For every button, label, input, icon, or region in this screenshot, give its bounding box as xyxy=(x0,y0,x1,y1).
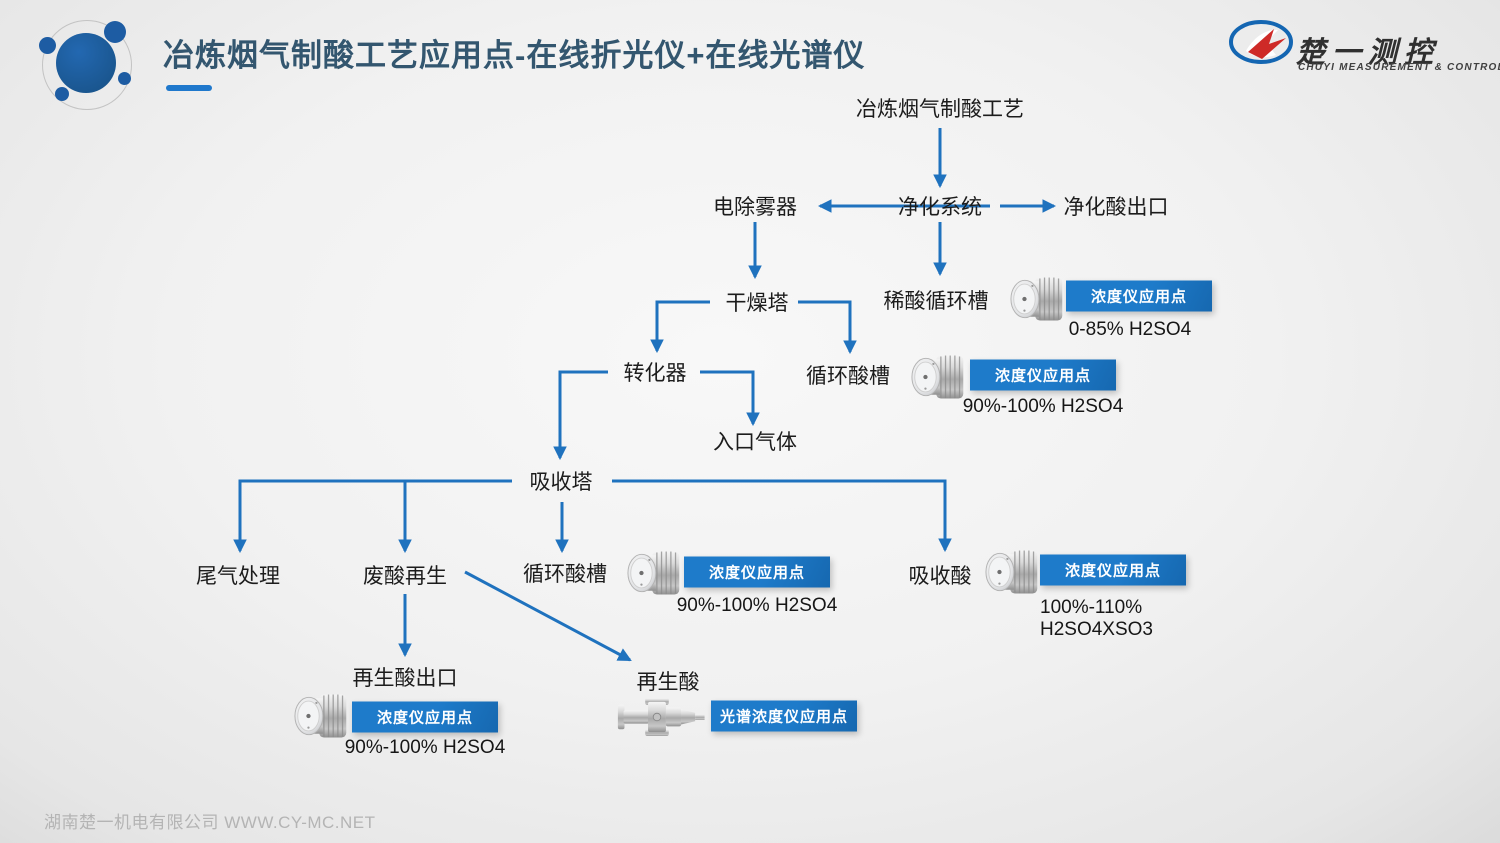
node-absorption-tower: 吸收塔 xyxy=(529,471,593,494)
node-dilute-acid-tank: 稀酸循环槽 xyxy=(883,290,989,313)
brand-name: 楚一测控 xyxy=(1296,37,1441,69)
node-inlet-gas: 入口气体 xyxy=(713,431,797,454)
edge-drying_tower-to-converter xyxy=(650,300,710,354)
node-process: 冶炼烟气制酸工艺 xyxy=(856,98,1024,121)
orbit-dot-icon xyxy=(104,21,126,43)
brand-subtitle: CHUYI MEASUREMENT & CONTROL xyxy=(1298,62,1500,73)
node-waste-acid-regen: 废酸再生 xyxy=(363,565,447,588)
badge-circulation1: 浓度仪应用点 xyxy=(970,359,1116,391)
edge-converter-to-absorption_tower xyxy=(553,370,608,461)
node-regen-acid-outlet: 再生酸出口 xyxy=(352,667,458,690)
edge-waste_acid_regen-to-regen_acid xyxy=(464,570,632,662)
range-absorption: 100%-110% H2SO4XSO3 xyxy=(1040,597,1153,640)
refractometer-sensor-icon xyxy=(911,351,967,403)
edge-converter-to-inlet_gas xyxy=(700,370,760,427)
node-circulation-tank-1: 循环酸槽 xyxy=(806,365,890,388)
refractometer-sensor-icon xyxy=(294,690,350,742)
badge-circulation2: 浓度仪应用点 xyxy=(684,556,830,588)
range-absorption-line1: 100%-110% xyxy=(1040,597,1143,618)
node-tail-gas: 尾气处理 xyxy=(196,565,280,588)
refractometer-sensor-icon xyxy=(985,546,1041,598)
refractometer-sensor-icon xyxy=(627,547,683,599)
orbit-dot-icon xyxy=(55,87,69,101)
range-circulation1: 90%-100% H2SO4 xyxy=(962,396,1124,417)
node-regen-acid: 再生酸 xyxy=(636,671,700,694)
orbit-circles-icon xyxy=(56,33,116,93)
range-circulation2: 90%-100% H2SO4 xyxy=(676,595,838,616)
range-dilute: 0-85% H2SO4 xyxy=(1068,319,1192,340)
orbit-dot-icon xyxy=(39,37,56,54)
range-absorption-line2: H2SO4XSO3 xyxy=(1040,618,1153,640)
range-regen-outlet: 90%-100% H2SO4 xyxy=(344,737,506,758)
node-demister: 电除雾器 xyxy=(713,196,797,219)
badge-regen-spectro: 光谱浓度仪应用点 xyxy=(711,700,857,732)
chuyi-logo-icon xyxy=(1229,20,1293,64)
footer-company-url: 湖南楚一机电有限公司 WWW.CY-MC.NET xyxy=(44,813,376,832)
spectrometer-flowcell-icon xyxy=(616,696,714,738)
badge-dilute: 浓度仪应用点 xyxy=(1066,280,1212,312)
brand-logo: 楚一测控 CHUYI MEASUREMENT & CONTROL xyxy=(1228,13,1500,73)
refractometer-sensor-icon xyxy=(1010,273,1066,325)
badge-regen-outlet: 浓度仪应用点 xyxy=(352,701,498,733)
orbit-circles-icon xyxy=(42,20,132,110)
badge-absorption: 浓度仪应用点 xyxy=(1040,554,1186,586)
node-purification: 净化系统 xyxy=(898,196,982,219)
node-drying-tower: 干燥塔 xyxy=(725,292,789,315)
edge-absorption_tower-to-tail_gas xyxy=(233,479,512,554)
node-circulation-tank-2: 循环酸槽 xyxy=(523,563,607,586)
orbit-dot-icon xyxy=(118,72,131,85)
edge-drying_tower-to-circulation_tank_1 xyxy=(798,300,857,355)
node-absorption-acid: 吸收酸 xyxy=(908,565,972,588)
node-purified-acid-outlet: 净化酸出口 xyxy=(1063,196,1169,219)
node-converter: 转化器 xyxy=(623,362,687,385)
page-title: 冶炼烟气制酸工艺应用点-在线折光仪+在线光谱仪 xyxy=(163,38,866,73)
edge-absorption_tower-to-absorption_acid xyxy=(612,479,952,553)
title-underline xyxy=(166,85,212,91)
